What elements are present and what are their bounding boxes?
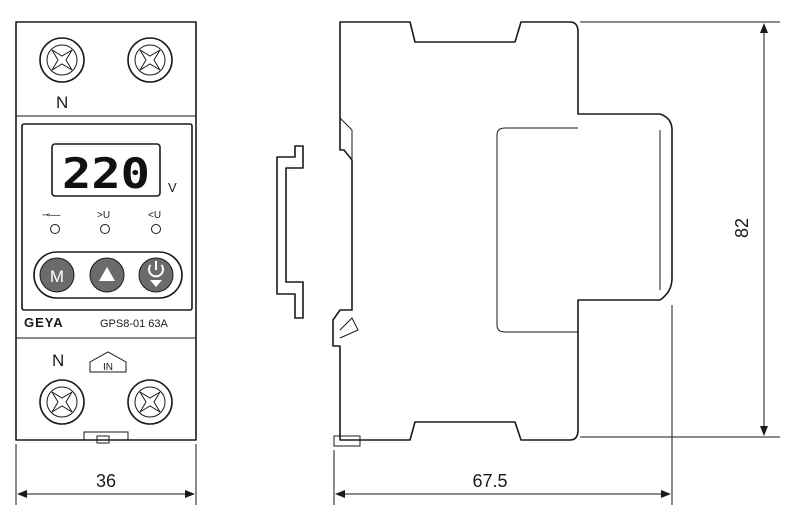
din-rail-profile bbox=[276, 145, 304, 319]
in-arrow-icon: IN bbox=[89, 351, 127, 373]
indicator-label-switch: ⊸— bbox=[42, 210, 60, 221]
indicator-label-under-voltage: <U bbox=[148, 210, 161, 221]
indicator-led-over-voltage bbox=[100, 224, 110, 234]
power-icon bbox=[148, 261, 164, 287]
unit-label: V bbox=[168, 180, 177, 195]
top-left-screw-terminal bbox=[39, 37, 85, 83]
button-bar bbox=[33, 251, 183, 299]
up-arrow-icon bbox=[99, 267, 115, 281]
top-terminal-label: N bbox=[56, 93, 68, 112]
bottom-terminal-label: N bbox=[52, 351, 64, 370]
display-panel bbox=[21, 123, 193, 311]
menu-button-label: M bbox=[50, 267, 64, 286]
indicator-led-under-voltage bbox=[151, 224, 161, 234]
din-clip-slot bbox=[96, 435, 110, 444]
bottom-right-screw-terminal bbox=[127, 379, 173, 425]
brand-logo: GEYA bbox=[24, 315, 64, 330]
top-right-screw-terminal bbox=[127, 37, 173, 83]
side-clip-detail bbox=[339, 317, 359, 339]
power-button[interactable] bbox=[138, 257, 174, 293]
side-upper-step bbox=[496, 127, 578, 136]
front-body-outline bbox=[15, 21, 197, 441]
menu-button[interactable]: M bbox=[39, 257, 75, 293]
side-view: 82 67.5 bbox=[276, 21, 780, 505]
up-button[interactable] bbox=[89, 257, 125, 293]
lcd-display bbox=[51, 143, 161, 197]
model-label: GPS8-01 63A bbox=[100, 318, 169, 330]
front-view: N 220 V ⊸— >U <U M bbox=[15, 21, 197, 505]
voltage-readout: 220 bbox=[62, 149, 150, 198]
side-bottom-clip bbox=[333, 435, 361, 447]
side-detail-upper bbox=[339, 117, 353, 131]
in-arrow-label: IN bbox=[103, 362, 113, 373]
din-clip-tab bbox=[83, 431, 129, 440]
indicator-label-over-voltage: >U bbox=[97, 210, 110, 221]
height-dimension-value: 82 bbox=[732, 218, 752, 238]
depth-dimension-value: 67.5 bbox=[472, 471, 507, 491]
device-side-outline bbox=[332, 21, 673, 441]
indicator-led-switch bbox=[50, 224, 60, 234]
width-dimension-value: 36 bbox=[96, 471, 116, 491]
side-lower-step bbox=[496, 324, 578, 333]
bottom-left-screw-terminal bbox=[39, 379, 85, 425]
